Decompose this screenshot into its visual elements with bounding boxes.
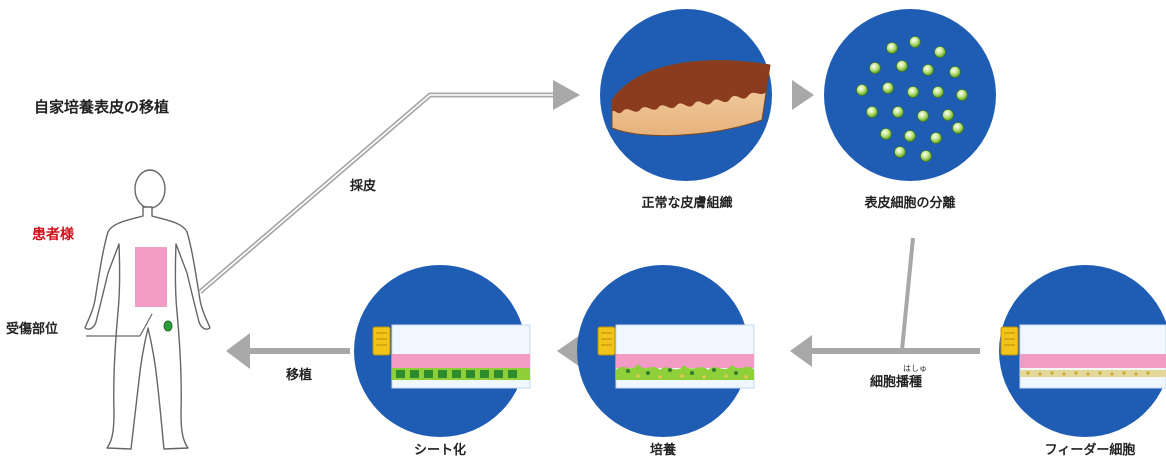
step-normal-tissue-label: 正常な皮膚組織 (641, 196, 733, 211)
circle-cell-separation (824, 9, 996, 181)
patient-label: 患者様 (32, 227, 74, 243)
circle-feeder (999, 265, 1166, 437)
step-culture-label: 培養 (649, 443, 677, 458)
epidermal-cells (856, 36, 968, 162)
circle-culture (577, 265, 755, 437)
injury-site-label: 受傷部位 (6, 322, 59, 337)
harvest-arrow (198, 80, 580, 294)
arrow-culture-to-sheet (557, 335, 580, 367)
harvest-label: 採皮 (350, 179, 377, 194)
seeding-ruby: はしゅ (903, 364, 927, 373)
transplant-label: 移植 (286, 368, 313, 383)
circle-sheet (354, 265, 531, 437)
skin-harvest-area (135, 247, 167, 307)
cell-sheet-layer (392, 368, 530, 380)
diagram-title: 自家培養表皮の移植 (34, 98, 170, 116)
step-cell-separation-label: 表皮細胞の分離 (864, 196, 956, 211)
injury-leader-line-2 (139, 313, 153, 337)
flask-cap (597, 326, 616, 356)
patient-figure (84, 169, 211, 450)
step-sheet-label: シート化 (413, 443, 467, 458)
arrow-normal-to-separation (792, 80, 814, 110)
separation-to-seeding-line (900, 237, 915, 351)
arrow-feeder-to-culture (790, 335, 980, 367)
step-feeder-label: フィーダー細胞 (1044, 443, 1136, 458)
transplant-arrow (226, 333, 350, 369)
seeding-label: 細胞播種 (870, 375, 923, 390)
circle-normal-tissue (600, 9, 772, 181)
injury-site-marker (163, 320, 173, 332)
flask-cap (372, 326, 391, 356)
flask-cap (1000, 326, 1019, 356)
